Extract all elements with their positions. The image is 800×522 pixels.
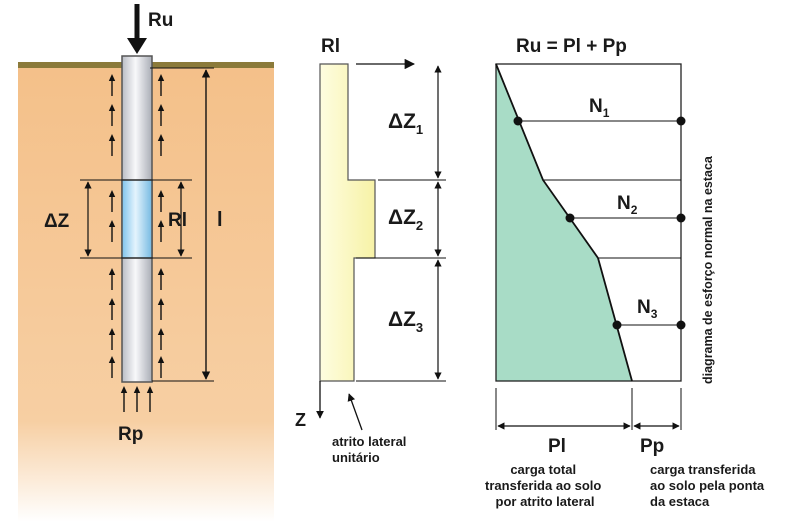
n2-label: N2 [617, 193, 638, 217]
n3-point-right [676, 320, 686, 330]
pl-caption-line2: transferida ao solo [485, 478, 601, 493]
n3-point-left [612, 320, 622, 330]
friction-arrow-right-3-head [157, 190, 165, 197]
friction-arrow-right-6-head [157, 298, 165, 305]
pl-caption-line1: carga total [510, 462, 576, 477]
tip-label-rp: Rp [118, 424, 143, 445]
pp-caption-line3: da estaca [650, 494, 710, 509]
n2-point-right [676, 213, 686, 223]
normal-force-title: Ru = Pl + Pp [516, 36, 627, 57]
skin-friction-arrows [108, 74, 165, 378]
friction-annotation-line1: atrito lateral [332, 434, 406, 449]
friction-title: Rl [321, 36, 340, 57]
n2-point-left [565, 213, 575, 223]
pp-label: Pp [640, 436, 664, 457]
friction-arrow-right-8-head [157, 356, 165, 363]
pl-caption-line3: por atrito lateral [496, 494, 595, 509]
n1-label: N1 [589, 96, 610, 120]
friction-arrow-left-0-head [108, 74, 116, 81]
friction-arrow-right-0-head [157, 74, 165, 81]
segment-label-dz: ΔZ [44, 211, 70, 232]
friction-arrow-left-4-head [108, 220, 116, 227]
friction-arrow-left-1-head [108, 104, 116, 111]
friction-arrow-left-6-head [108, 298, 116, 305]
depth-axis-label: Z [295, 410, 306, 430]
friction-arrow-left-5-head [108, 268, 116, 275]
dz1-label: ΔZ1 [388, 110, 423, 137]
tip-arrow-2-head [146, 386, 154, 393]
friction-arrow-left-7-head [108, 328, 116, 335]
friction-diagram-shape [319, 63, 376, 382]
friction-arrow-right-2-head [157, 134, 165, 141]
normal-force-area [496, 64, 632, 381]
friction-arrow-right-5-head [157, 268, 165, 275]
normal-force-side-label: diagrama de esforço normal na estaca [701, 155, 715, 384]
friction-panel: Rl Z ΔZ1 ΔZ2 ΔZ3 atrito lateral unitário [295, 36, 446, 465]
friction-annotation-pointer [347, 393, 363, 431]
segment-label-rl: Rl [168, 210, 187, 231]
pp-caption-line1: carga transferida [650, 462, 756, 477]
friction-arrow-left-3-head [108, 190, 116, 197]
pile-segment-highlight [121, 179, 153, 259]
n1-point-right [676, 116, 686, 126]
dz3-label: ΔZ3 [388, 308, 423, 335]
tip-arrow-0-head [120, 386, 128, 393]
pp-caption-line2: ao solo pela ponta [650, 478, 765, 493]
tip-arrow-1-head [133, 386, 141, 393]
friction-arrow-right-1-head [157, 104, 165, 111]
dz2-label: ΔZ2 [388, 206, 423, 233]
pile-panel: Ru ΔZ Rl l Rp [18, 4, 274, 522]
normal-force-panel: Ru = Pl + Pp N1 N2 N3 diagrama de esforç… [485, 36, 768, 509]
tip-resistance-arrows [120, 386, 154, 412]
friction-arrow-right-7-head [157, 328, 165, 335]
load-label-ru: Ru [148, 10, 173, 31]
friction-annotation-line2: unitário [332, 450, 380, 465]
pl-label: Pl [548, 436, 566, 457]
pp-caption: carga transferida ao solo pela ponta da … [650, 462, 768, 509]
friction-arrow-right-4-head [157, 220, 165, 227]
n3-label: N3 [637, 297, 658, 321]
n1-point-left [513, 116, 523, 126]
load-arrow-top-head [127, 38, 147, 54]
pl-caption: carga total transferida ao solo por atri… [485, 462, 605, 509]
friction-arrow-left-2-head [108, 134, 116, 141]
length-label-l: l [217, 209, 223, 231]
friction-arrow-left-8-head [108, 356, 116, 363]
